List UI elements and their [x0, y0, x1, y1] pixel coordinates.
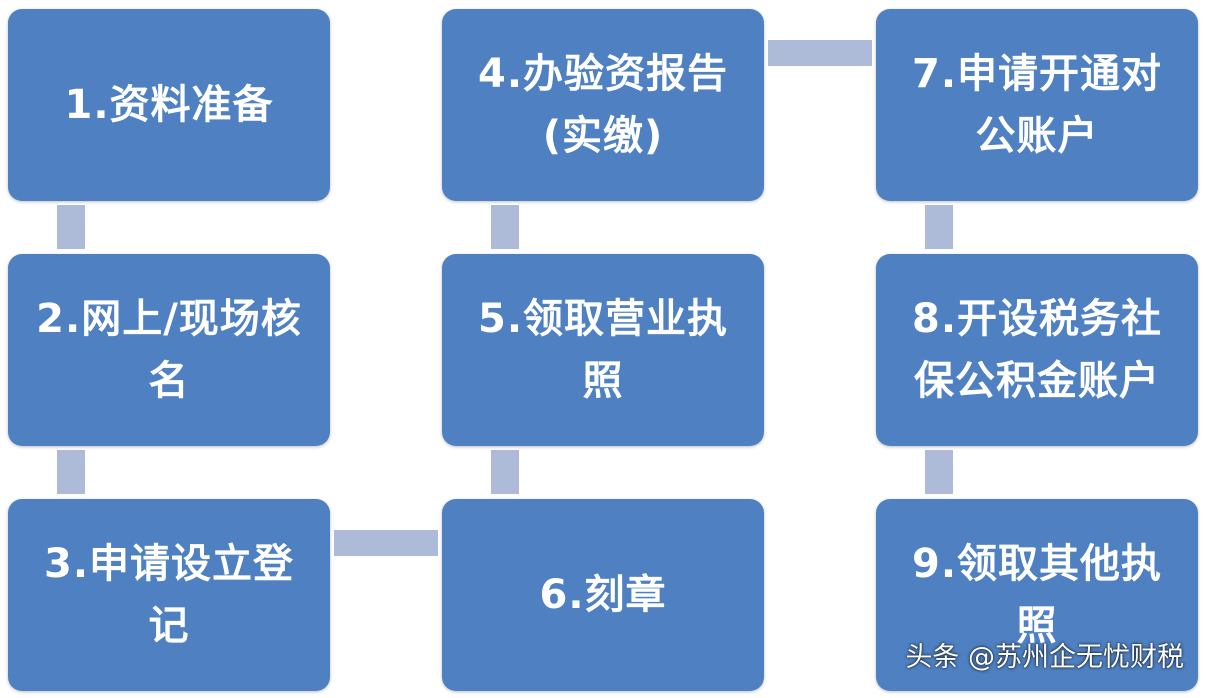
- step-box-3: 3.申请设立登 记: [8, 499, 330, 691]
- source-watermark: 头条 @苏州企无忧财税: [905, 642, 1184, 673]
- step-box-1: 1.资料准备: [8, 9, 330, 201]
- connector-step3-step6: [334, 530, 438, 556]
- step-label-1: 1.资料准备: [64, 82, 274, 128]
- step-label-9: 9.领取其他执 照: [911, 541, 1163, 649]
- step-label-8: 8.开设税务社 保公积金账户: [911, 296, 1163, 404]
- step-box-5: 5.领取营业执 照: [442, 254, 764, 446]
- step-label-4: 4.办验资报告 (实缴): [477, 51, 729, 159]
- step-box-6: 6.刻章: [442, 499, 764, 691]
- step-label-3: 3.申请设立登 记: [43, 541, 295, 649]
- connector-step4-step7: [768, 40, 872, 66]
- step-box-4: 4.办验资报告 (实缴): [442, 9, 764, 201]
- step-box-2: 2.网上/现场核 名: [8, 254, 330, 446]
- step-box-8: 8.开设税务社 保公积金账户: [876, 254, 1198, 446]
- connector-step2-step3: [57, 450, 85, 494]
- connector-step1-step2: [57, 205, 85, 249]
- step-label-7: 7.申请开通对 公账户: [911, 51, 1163, 159]
- connector-step8-step9: [925, 450, 953, 494]
- step-label-6: 6.刻章: [539, 572, 667, 618]
- step-label-2: 2.网上/现场核 名: [36, 296, 302, 404]
- step-box-9: 9.领取其他执 照: [876, 499, 1198, 691]
- step-label-5: 5.领取营业执 照: [477, 296, 729, 404]
- step-box-7: 7.申请开通对 公账户: [876, 9, 1198, 201]
- connector-step7-step8: [925, 205, 953, 249]
- connector-step5-step6: [491, 450, 519, 494]
- connector-step4-step5: [491, 205, 519, 249]
